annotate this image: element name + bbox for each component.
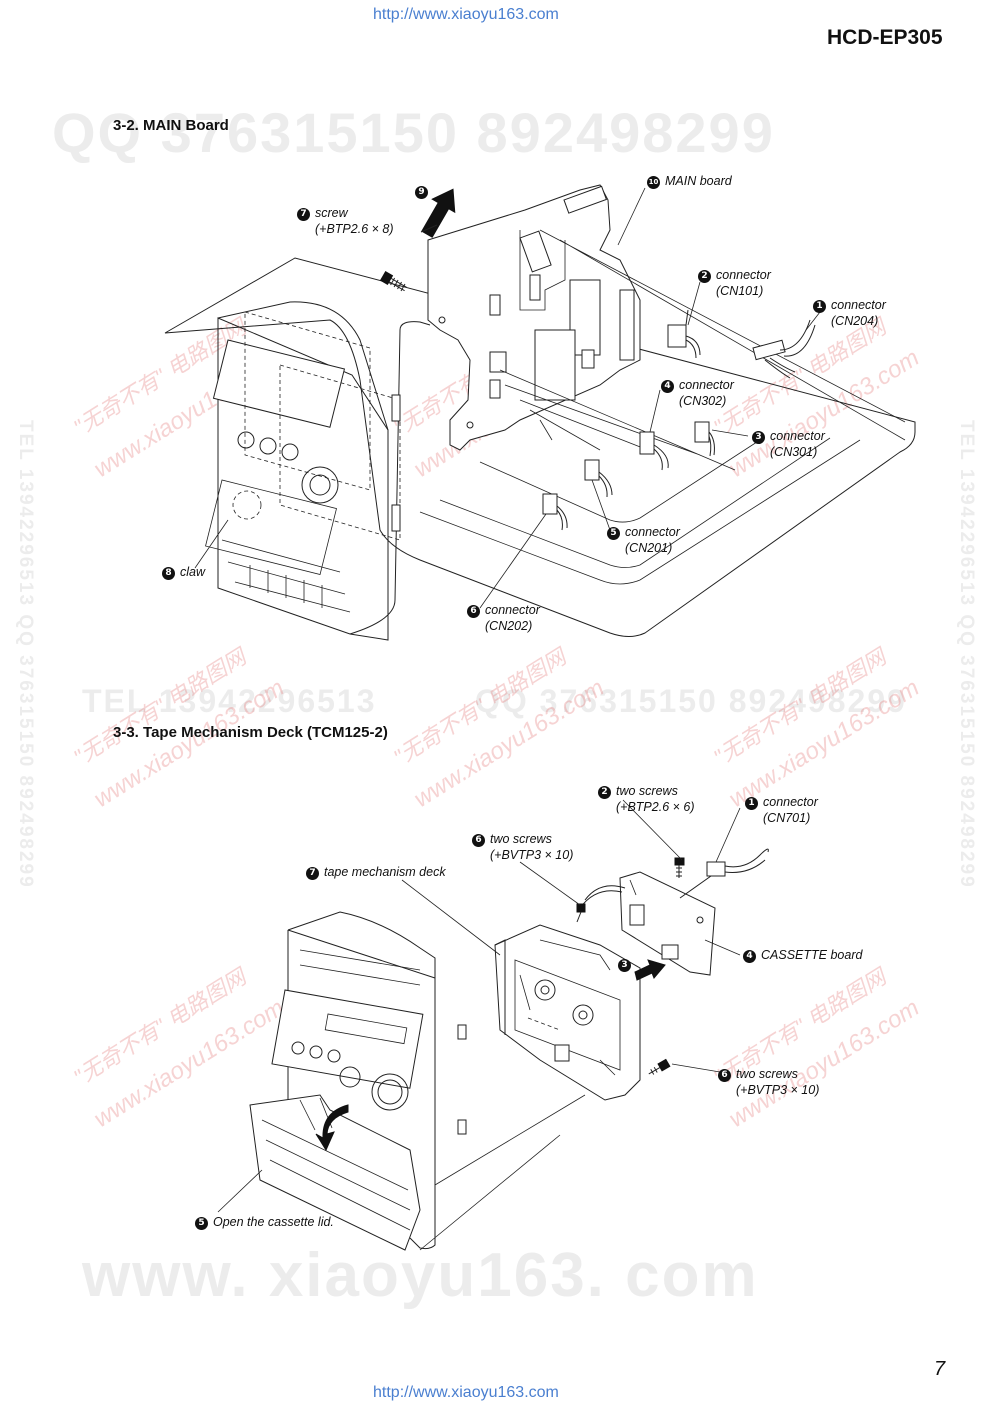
label-sub: (CN202)	[485, 619, 533, 633]
connector-cn302	[639, 431, 669, 471]
footer-url-link[interactable]: http://www.xiaoyu163.com	[373, 1384, 559, 1401]
label-sub: (+BTP2.6 × 6)	[616, 800, 695, 814]
step-number-badge: 5	[195, 1217, 208, 1230]
label-text: MAIN board	[665, 174, 732, 188]
step-number-badge: 6	[467, 605, 480, 618]
connector-cn202	[542, 493, 568, 531]
label-text: connector	[716, 268, 771, 282]
watermark-domain-bottom: www. xiaoyu163. com	[82, 1241, 759, 1310]
step-number-badge: 3	[618, 959, 631, 972]
label-text: screw	[315, 206, 348, 220]
label-text: connector	[485, 603, 540, 617]
connector-cn204	[752, 319, 816, 379]
label-two-screws-6-bottom: 6 two screws (+BVTP3 × 10)	[718, 1066, 819, 1098]
label-screw-7: 7 screw (+BTP2.6 × 8)	[297, 205, 394, 237]
step-number-badge: 1	[813, 300, 826, 313]
section-title-tape-deck: 3-3. Tape Mechanism Deck (TCM125-2)	[113, 724, 388, 741]
step-number-badge: 9	[415, 186, 428, 199]
label-sub: (CN701)	[763, 811, 811, 825]
step-number-badge: 4	[661, 380, 674, 393]
label-two-screws-6-top: 6 two screws (+BVTP3 × 10)	[472, 831, 573, 863]
label-text: connector	[770, 429, 825, 443]
label-sub: (CN201)	[625, 541, 673, 555]
connector-cn201	[584, 459, 613, 498]
connector-cn101	[667, 309, 701, 359]
label-sub: (+BVTP3 × 10)	[490, 848, 574, 862]
label-sub: (CN301)	[770, 445, 818, 459]
step-number-badge: 5	[607, 527, 620, 540]
label-open-cassette-lid-5: 5 Open the cassette lid.	[195, 1214, 334, 1230]
watermark-qq-top: QQ 376315150 892498299	[52, 101, 775, 164]
label-sub: (CN101)	[716, 284, 764, 298]
label-connector-cn701: 1 connector (CN701)	[745, 794, 818, 826]
step-number-badge: 10	[647, 176, 660, 189]
label-connector-cn202: 6 connector (CN202)	[467, 602, 540, 634]
label-main-board-10: 10 MAIN board	[647, 173, 732, 189]
label-connector-cn201: 5 connector (CN201)	[607, 524, 680, 556]
label-arrow-3: 3	[618, 956, 636, 972]
label-cassette-board-4: 4 CASSETTE board	[743, 947, 862, 963]
page-number: 7	[934, 1358, 946, 1380]
step-number-badge: 3	[752, 431, 765, 444]
header-url-link[interactable]: http://www.xiaoyu163.com	[373, 6, 559, 23]
step-number-badge: 7	[306, 867, 319, 880]
model-title: HCD-EP305	[827, 26, 943, 49]
label-text: tape mechanism deck	[324, 865, 446, 879]
label-tape-mechanism-deck-7: 7 tape mechanism deck	[306, 864, 446, 880]
step-number-badge: 4	[743, 950, 756, 963]
label-connector-cn302: 4 connector (CN302)	[661, 377, 734, 409]
label-text: two screws	[736, 1067, 798, 1081]
watermark-side-right: TEL 13942296513 QQ 376315150 892498299	[956, 420, 977, 889]
step-number-badge: 1	[745, 797, 758, 810]
step-number-badge: 7	[297, 208, 310, 221]
step-number-badge: 6	[472, 834, 485, 847]
label-text: connector	[679, 378, 734, 392]
label-sub: (CN204)	[831, 314, 879, 328]
label-text: connector	[831, 298, 886, 312]
label-claw-8: 8 claw	[162, 564, 205, 580]
watermark-tel-mid: TEL 13942296513	[82, 683, 377, 719]
label-two-screws-2: 2 two screws (+BTP2.6 × 6)	[598, 783, 695, 815]
label-text: connector	[625, 525, 680, 539]
label-connector-cn101: 2 connector (CN101)	[698, 267, 771, 299]
watermark-qq-mid: QQ 376315150 892498299	[475, 683, 907, 719]
label-text: CASSETTE board	[761, 948, 863, 962]
label-arrow-9: 9	[415, 183, 433, 199]
label-text: two screws	[490, 832, 552, 846]
watermark-side-left: TEL 13942296513 QQ 376315150 892498299	[15, 420, 36, 889]
label-sub: (+BVTP3 × 10)	[736, 1083, 820, 1097]
label-text: claw	[180, 565, 206, 579]
label-connector-cn204: 1 connector (CN204)	[813, 297, 886, 329]
label-text: connector	[763, 795, 818, 809]
step-number-badge: 2	[598, 786, 611, 799]
connector-cn301	[694, 421, 715, 457]
label-connector-cn301: 3 connector (CN301)	[752, 428, 825, 460]
screw-bvtp-top	[576, 903, 586, 923]
screw-bvtp-bottom	[648, 1058, 671, 1075]
label-text: two screws	[616, 784, 678, 798]
label-sub: (CN302)	[679, 394, 727, 408]
section-title-main-board: 3-2. MAIN Board	[113, 117, 229, 134]
label-sub: (+BTP2.6 × 8)	[315, 222, 394, 236]
step-number-badge: 2	[698, 270, 711, 283]
label-text: Open the cassette lid.	[213, 1215, 334, 1229]
step-number-badge: 6	[718, 1069, 731, 1082]
screw-btp-2-6x6	[674, 857, 685, 878]
step-number-badge: 8	[162, 567, 175, 580]
